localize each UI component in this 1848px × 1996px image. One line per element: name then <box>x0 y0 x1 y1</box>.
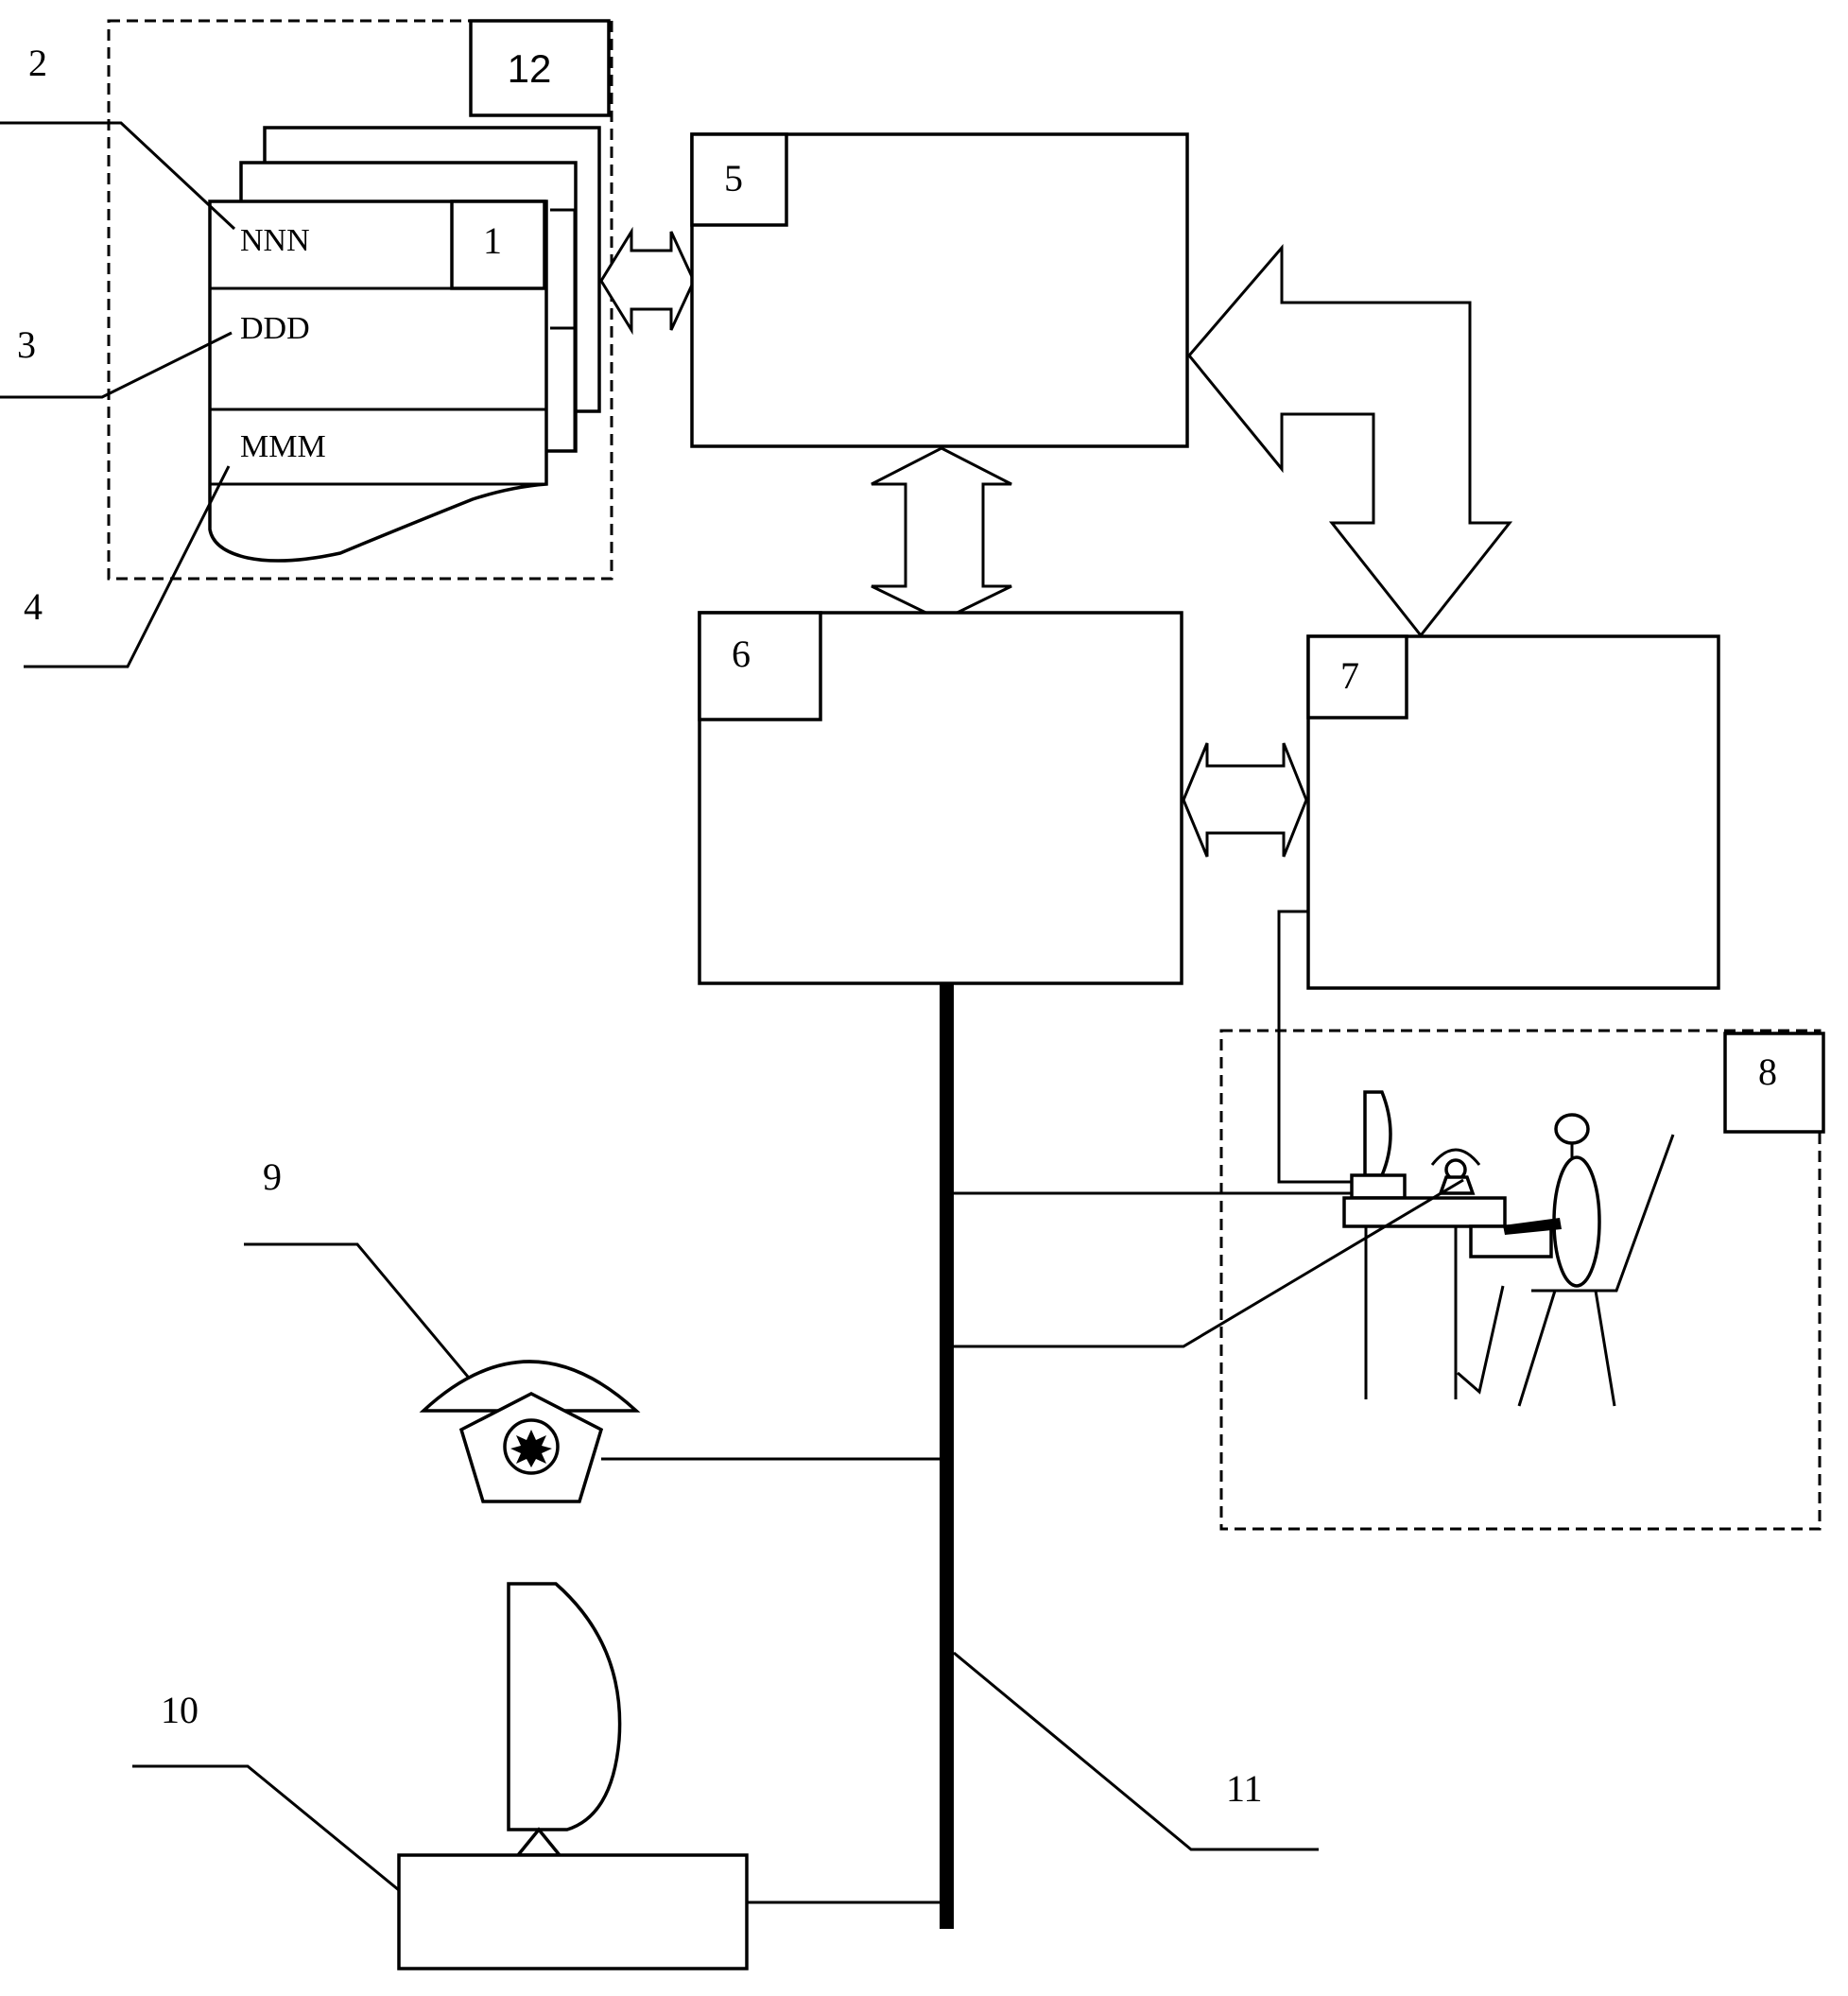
label-7: 7 <box>1340 654 1359 697</box>
label-9: 9 <box>263 1155 282 1198</box>
document-group-12: 12 1 NNN DDD MMM 2 3 4 <box>0 21 612 667</box>
leader-line-4 <box>24 466 229 667</box>
terminal-stand-icon <box>518 1830 560 1855</box>
double-arrow-12-5 <box>601 232 694 330</box>
block-7: 7 <box>1308 636 1718 988</box>
leader-line-11 <box>954 1653 1319 1849</box>
terminal-base-icon <box>399 1855 747 1969</box>
terminal-10: 10 <box>132 1584 940 1969</box>
label-2: 2 <box>28 42 47 84</box>
label-11: 11 <box>1226 1767 1263 1810</box>
workstation-group-8: 8 <box>1221 911 1823 1529</box>
block-6: 6 <box>699 613 1182 983</box>
label-4: 4 <box>24 585 43 628</box>
person-head-icon <box>1556 1115 1588 1143</box>
leader-line-9 <box>244 1244 492 1405</box>
field-data-text: DDD <box>240 311 310 346</box>
bus-11 <box>940 983 954 1929</box>
field-memo-text: MMM <box>240 429 326 464</box>
chair-leg-left <box>1519 1291 1555 1406</box>
label-8: 8 <box>1758 1050 1777 1093</box>
label-12: 12 <box>508 46 552 91</box>
computer-base-icon <box>1352 1175 1405 1198</box>
leader-line-2 <box>0 123 234 229</box>
telephone-9: 9 <box>244 1155 940 1501</box>
double-arrow-6-7 <box>1183 743 1306 857</box>
label-5: 5 <box>724 157 743 200</box>
label-3: 3 <box>17 323 36 366</box>
chair-leg-right <box>1596 1291 1615 1406</box>
person-leg <box>1458 1286 1503 1392</box>
label-box-6 <box>699 613 820 720</box>
block-5: 5 <box>692 134 1187 446</box>
double-arrow-5-6 <box>872 448 1011 620</box>
terminal-monitor-icon <box>509 1584 620 1830</box>
field-name-text: NNN <box>240 223 310 258</box>
monitor-icon <box>1365 1092 1390 1175</box>
label-6: 6 <box>732 633 751 675</box>
label-1: 1 <box>483 219 502 262</box>
person-body-icon <box>1554 1157 1599 1286</box>
bent-arrow-5-7 <box>1189 248 1510 635</box>
label-10: 10 <box>161 1689 199 1731</box>
